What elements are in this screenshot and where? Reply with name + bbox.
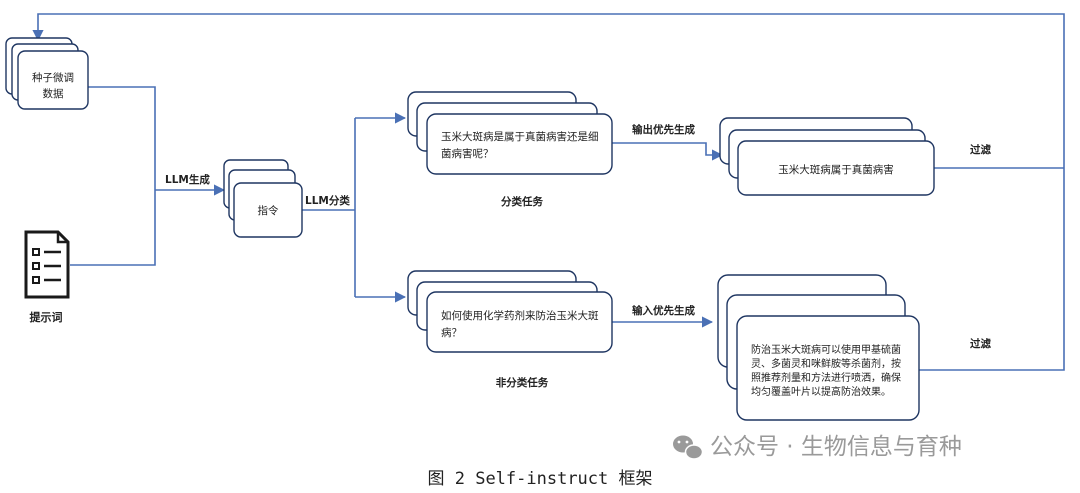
instruction-text: 指令 — [258, 204, 279, 217]
classification-question-line-1: 玉米大斑病是属于真菌病害还是细 — [441, 130, 599, 143]
nonclassification-task-label: 非分类任务 — [496, 376, 549, 389]
classification-answer-node: 玉米大斑病属于真菌病害 — [719, 117, 935, 196]
instruction-node: 指令 — [223, 159, 303, 238]
nonclassification-answer-line-3: 照推荐剂量和方法进行喷洒，确保 — [751, 371, 901, 384]
wechat-icon — [673, 435, 704, 460]
classification-answer-text: 玉米大斑病属于真菌病害 — [778, 163, 894, 176]
document-list-icon — [24, 230, 70, 299]
filter-bottom-label: 过滤 — [970, 337, 991, 350]
classification-task-label: 分类任务 — [501, 195, 543, 208]
llm-generate-label: LLM生成 — [165, 173, 210, 186]
seed-node: 种子微调 数据 — [5, 37, 89, 110]
edges — [32, 13, 1065, 371]
seed-to-merge-line — [70, 86, 156, 266]
nonclassification-question-line-2: 病？ — [441, 326, 462, 339]
figure-caption: 图 2 Self-instruct 框架 — [428, 469, 653, 489]
seed-text-line-2: 数据 — [43, 87, 64, 100]
watermark-text: 公众号 · 生物信息与育种 — [710, 434, 962, 460]
classification-question-line-2: 菌病害呢？ — [441, 147, 494, 160]
llm-classify-label: LLM分类 — [305, 194, 350, 207]
seed-text-line-1: 种子微调 — [32, 71, 74, 84]
feedback-loop-arrow — [32, 13, 1065, 371]
filter-top-label: 过滤 — [970, 143, 991, 156]
nonclassification-question-line-1: 如何使用化学药剂来防治玉米大斑 — [441, 309, 599, 322]
input-first-label: 输入优先生成 — [632, 304, 695, 317]
nonclassification-answer-line-4: 均匀覆盖叶片以提高防治效果。 — [751, 385, 891, 398]
nonclassification-answer-node: 防治玉米大斑病可以使用甲基硫菌 灵、多菌灵和咪鲜胺等杀菌剂，按 照推荐剂量和方法… — [717, 274, 920, 421]
classification-question-node: 玉米大斑病是属于真菌病害还是细 菌病害呢？ — [407, 91, 613, 175]
nonclassification-answer-line-1: 防治玉米大斑病可以使用甲基硫菌 — [751, 343, 901, 356]
nonclassification-answer-line-2: 灵、多菌灵和咪鲜胺等杀菌剂，按 — [751, 357, 901, 370]
output-first-label: 输出优先生成 — [632, 123, 695, 136]
nonclassification-question-node: 如何使用化学药剂来防治玉米大斑 病？ — [407, 270, 613, 353]
output-first-arrow — [612, 142, 724, 161]
prompt-label: 提示词 — [30, 310, 63, 324]
